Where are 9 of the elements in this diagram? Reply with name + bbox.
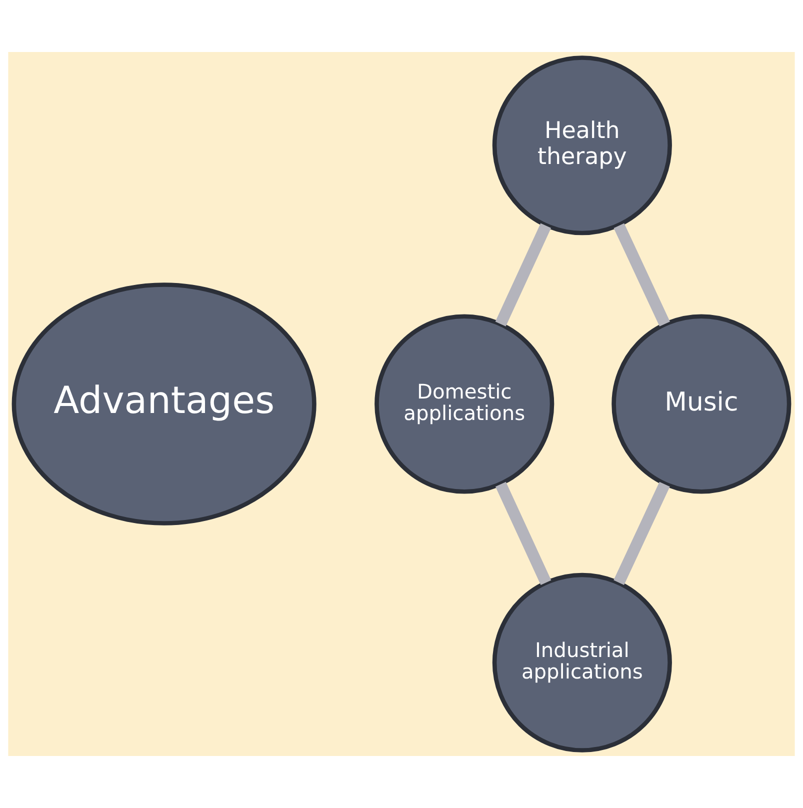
connector: [495, 223, 552, 326]
node-circle: Health therapy: [492, 56, 672, 236]
connector: [614, 482, 670, 586]
node-circle: Industrial applications: [492, 572, 672, 752]
connector: [495, 482, 552, 586]
node-circle: Music: [612, 314, 792, 494]
node-ellipse: Advantages: [12, 282, 316, 526]
connector: [614, 223, 670, 326]
node-circle: Domestic applications: [374, 314, 554, 494]
